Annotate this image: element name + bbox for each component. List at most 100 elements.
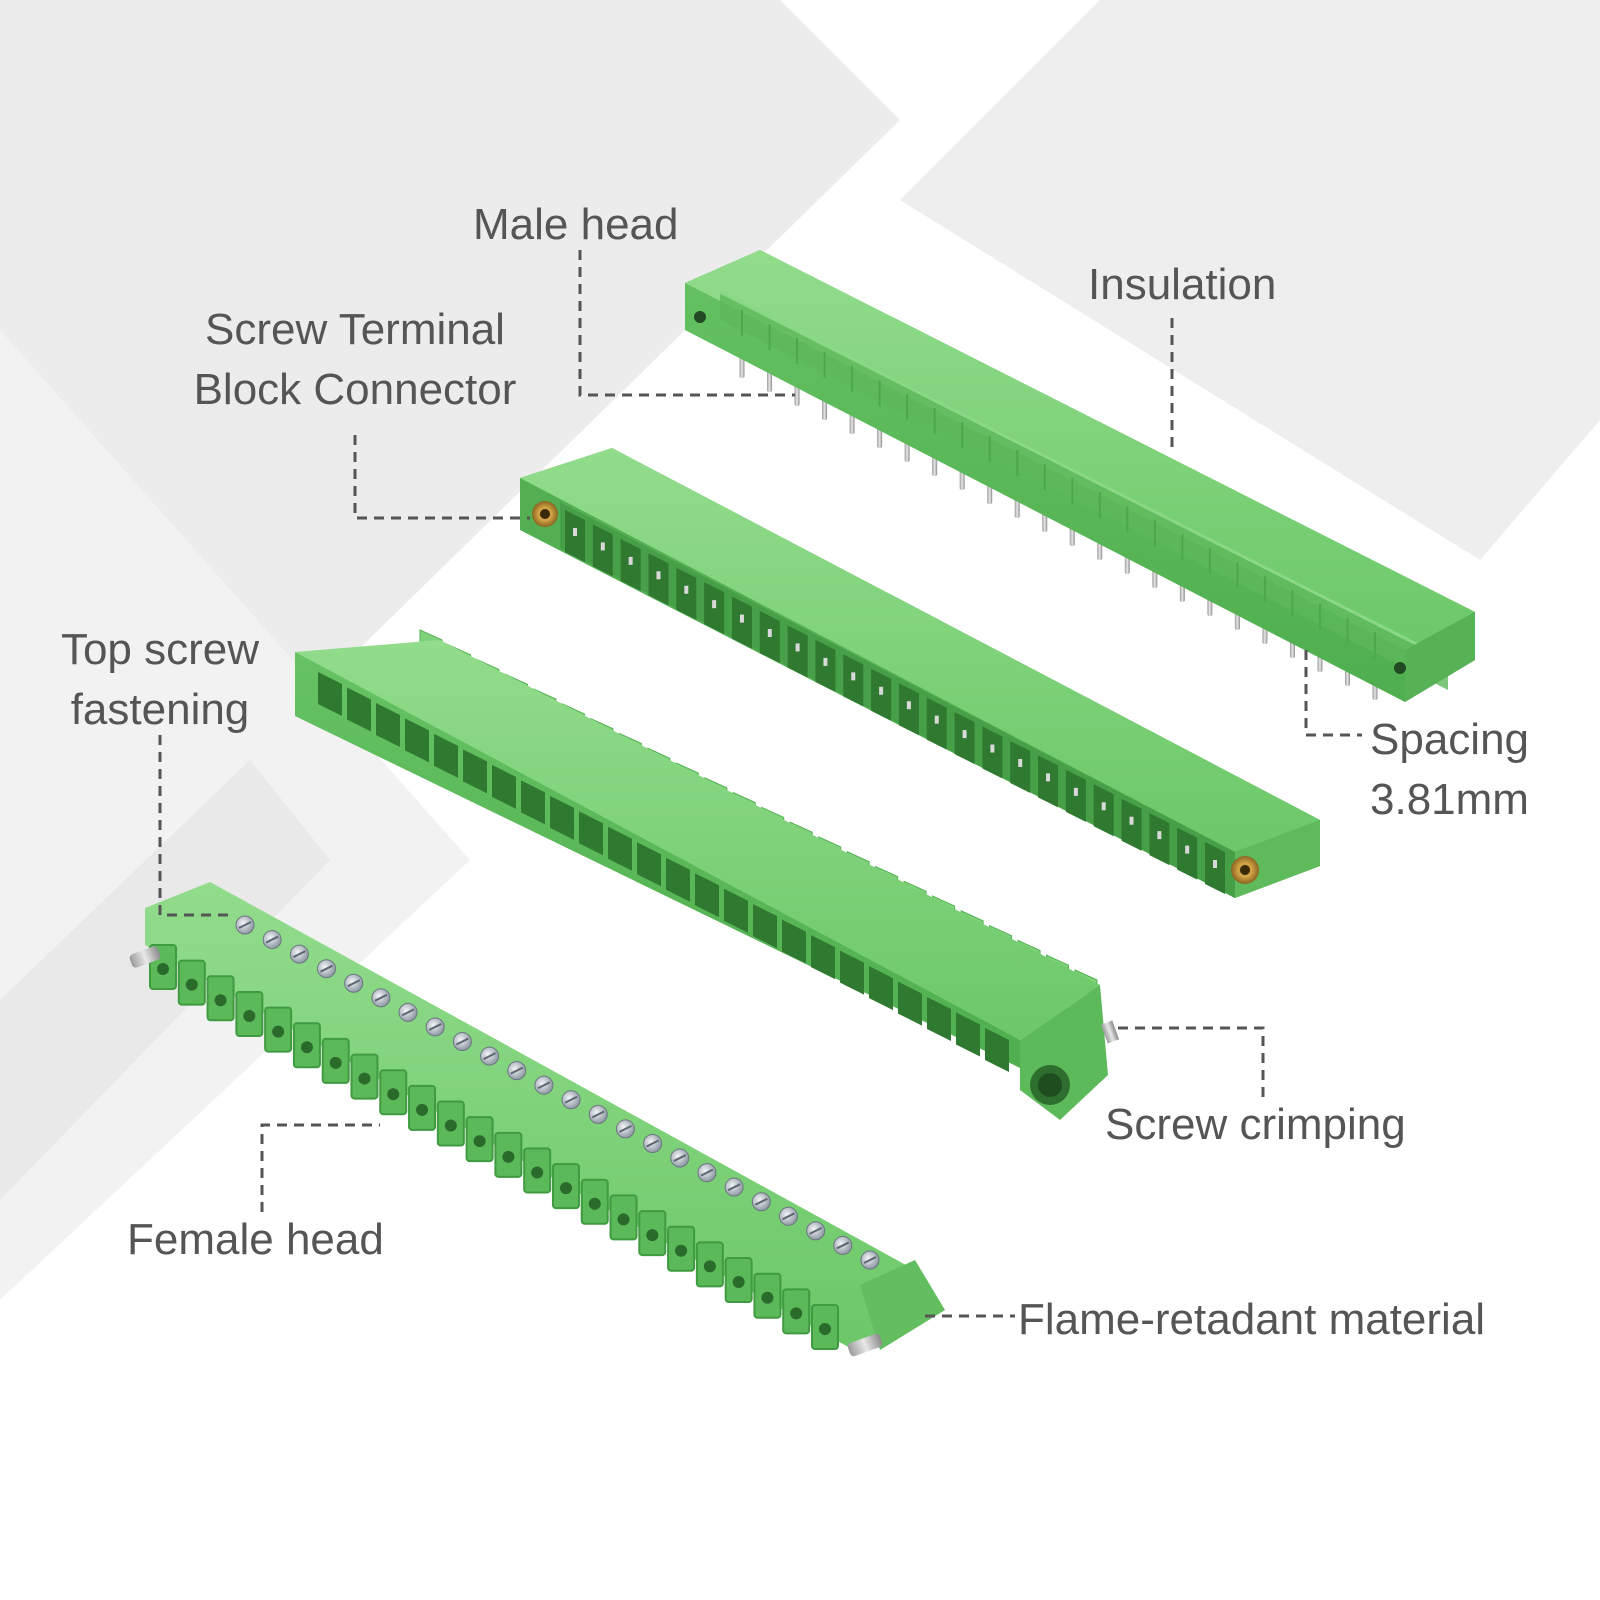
top-screw-slot	[646, 1139, 660, 1148]
plug-opening	[840, 950, 864, 995]
female-wire-hole	[703, 1260, 716, 1273]
header-contact	[684, 585, 689, 594]
female-wire-hole	[329, 1056, 342, 1069]
top-screw-slot	[483, 1052, 497, 1060]
top-screw-slot	[809, 1226, 823, 1235]
header-contact	[600, 542, 605, 551]
top-screw-slot	[347, 979, 361, 988]
plug-opening	[695, 873, 719, 918]
header-contact	[767, 629, 772, 638]
female-head-wire-ports	[149, 944, 839, 1350]
header-contact	[851, 672, 856, 681]
screw-crimping-screw	[1100, 1020, 1120, 1044]
header-contact	[795, 643, 800, 652]
female-head-label: Female head	[127, 1215, 384, 1264]
plug-opening	[927, 997, 951, 1042]
header-contact	[1073, 787, 1078, 796]
female-wire-hole	[214, 994, 227, 1007]
female-wire-hole	[531, 1166, 544, 1179]
insulation-label: Insulation	[1088, 260, 1277, 309]
female-wire-hole	[157, 963, 169, 975]
top-screw-slot	[428, 1023, 442, 1031]
top-screw-slot	[618, 1125, 632, 1133]
header-contact	[1213, 860, 1217, 868]
plug-opening	[405, 718, 429, 763]
top-screw-label: Top screw fastening	[50, 620, 270, 740]
screw-terminal-label-line1: Screw Terminal	[205, 305, 505, 354]
header-contact	[628, 556, 633, 565]
screw-terminal-label: Screw Terminal Block Connector	[185, 300, 525, 420]
screw-terminal-label-line2: Block Connector	[193, 365, 517, 414]
top-screw-slot	[673, 1154, 687, 1162]
plug-opening	[608, 826, 632, 871]
top-screw-slot	[754, 1197, 768, 1206]
plug-opening	[782, 919, 806, 964]
header-contact	[1018, 758, 1023, 767]
spacing-label-line2: 3.81mm	[1370, 775, 1529, 824]
header-contact	[1185, 845, 1190, 854]
top-screw-slot	[238, 921, 252, 929]
top-screw-slot	[537, 1081, 551, 1090]
flame-retardant-label: Flame-retadant material	[1018, 1295, 1486, 1344]
female-head-top-screws	[235, 915, 880, 1270]
plug-opening	[376, 702, 400, 747]
top-screw-slot	[727, 1183, 741, 1192]
header-contact	[573, 528, 577, 536]
plug-opening	[724, 888, 748, 933]
header-contact	[656, 571, 661, 580]
top-screw-slot	[564, 1095, 578, 1104]
top-screw-callout-line	[158, 735, 230, 917]
plug-opening	[811, 935, 835, 980]
female-wire-hole	[444, 1119, 457, 1132]
top-screw-right	[847, 1333, 883, 1357]
header-contact	[823, 657, 828, 666]
header-contact	[712, 600, 717, 609]
callout-lines	[158, 250, 1362, 1318]
top-screw-slot	[265, 935, 279, 944]
female-wire-hole	[732, 1276, 745, 1289]
spacing-callout-line	[1304, 650, 1362, 737]
header-contact	[1157, 831, 1162, 840]
top-screw-slot	[510, 1066, 524, 1075]
screw-crimping-callout-line	[1118, 1026, 1265, 1100]
top-screw-slot	[782, 1212, 795, 1221]
top-screw-slot	[292, 950, 306, 959]
header-contact	[1101, 802, 1106, 811]
screw-crimping-label: Screw crimping	[1105, 1100, 1406, 1149]
female-wire-hole	[588, 1197, 601, 1210]
female-wire-hole	[473, 1135, 486, 1148]
female-wire-hole	[300, 1041, 313, 1054]
female-head-connector	[129, 882, 945, 1357]
top-screw-label-line1: Top screw	[60, 625, 260, 674]
female-wire-hole	[790, 1307, 803, 1320]
spacing-label-line1: Spacing	[1370, 715, 1530, 764]
male-head-connector	[685, 250, 1475, 702]
plug-connector	[295, 629, 1120, 1120]
header-contact	[1129, 816, 1134, 825]
female-wire-hole	[646, 1229, 659, 1242]
header-contact	[906, 701, 911, 710]
plug-opening	[550, 795, 574, 840]
plug-opening	[347, 687, 371, 732]
female-wire-hole	[185, 978, 198, 991]
header-contact	[962, 730, 967, 739]
plug-opening	[492, 764, 516, 809]
female-wire-hole	[243, 1009, 256, 1022]
plug-opening	[579, 811, 603, 856]
plug-opening	[869, 966, 893, 1011]
male-head-callout-line	[578, 250, 795, 397]
plug-opening	[463, 749, 487, 794]
female-wire-hole	[617, 1213, 630, 1226]
female-wire-hole	[272, 1025, 285, 1038]
header-contact	[990, 744, 995, 753]
female-wire-hole	[675, 1244, 688, 1257]
top-screw-slot	[591, 1110, 605, 1119]
plug-opening	[434, 733, 458, 778]
top-screw-label-line2: fastening	[70, 685, 250, 734]
female-wire-hole	[761, 1291, 774, 1304]
screw-terminal-header	[520, 448, 1320, 898]
plug-opening	[753, 904, 777, 949]
